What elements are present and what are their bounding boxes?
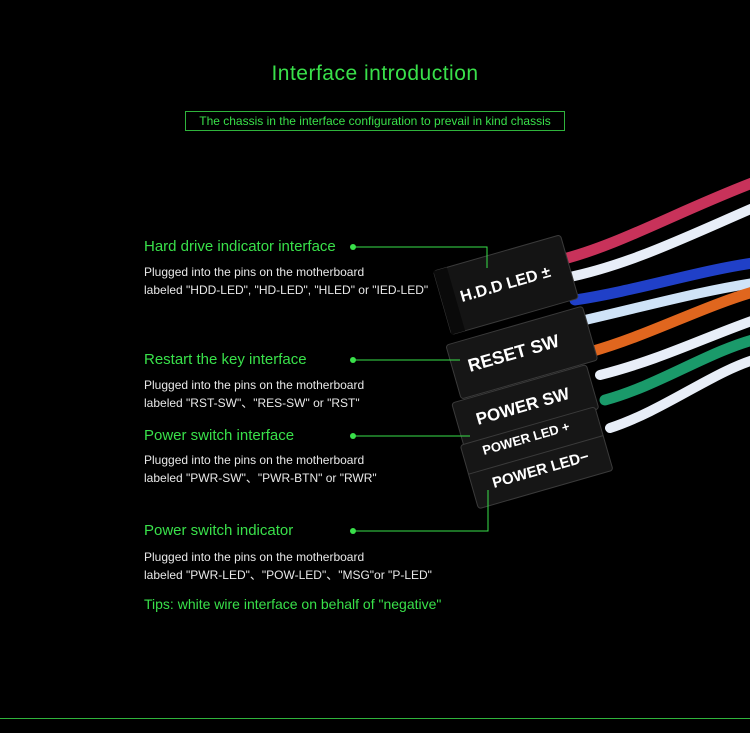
connector-reset-sw bbox=[446, 306, 598, 399]
wire-white-3 bbox=[595, 316, 750, 380]
interface-label-reset: Restart the key interface bbox=[144, 351, 307, 368]
interface-label-power-indicator: Power switch indicator bbox=[144, 522, 294, 539]
wires bbox=[554, 177, 750, 433]
wire-red bbox=[554, 177, 750, 266]
leader-dot bbox=[350, 528, 356, 534]
interface-label-power-switch: Power switch interface bbox=[144, 427, 295, 444]
interface-desc-reset-line1: Plugged into the pins on the motherboard bbox=[144, 378, 365, 392]
interface-desc-hdd-line2: labeled "HDD-LED", "HD-LED", "HLED" or "… bbox=[144, 283, 429, 297]
leader-power-led bbox=[353, 490, 489, 532]
leader-dot bbox=[350, 433, 356, 439]
wire-orange bbox=[584, 287, 750, 358]
interface-desc-reset-line2: labeled "RST-SW"、"RES-SW" or "RST" bbox=[144, 396, 360, 410]
interface-desc-hdd-line1: Plugged into the pins on the motherboard bbox=[144, 265, 365, 279]
interface-desc-power-indicator-line1: Plugged into the pins on the motherboard bbox=[144, 550, 365, 564]
wire-white-4 bbox=[605, 355, 750, 433]
interface-label-hdd: Hard drive indicator interface bbox=[144, 238, 336, 255]
leader-dot bbox=[350, 244, 356, 250]
interface-desc-power-switch-line1: Plugged into the pins on the motherboard bbox=[144, 453, 365, 467]
wire-teal bbox=[599, 335, 750, 406]
leader-lines bbox=[353, 246, 489, 532]
page-title: Interface introduction bbox=[271, 62, 479, 85]
wire-white-2 bbox=[580, 278, 750, 325]
leader-hdd bbox=[353, 246, 488, 268]
subtitle-box: The chassis in the interface configurati… bbox=[185, 111, 565, 131]
wire-blue bbox=[569, 257, 750, 306]
tips-text: Tips: white wire interface on behalf of … bbox=[144, 596, 442, 612]
wire-white-1 bbox=[560, 203, 750, 283]
interface-desc-power-indicator-line2: labeled "PWR-LED"、"POW-LED"、"MSG"or "P-L… bbox=[144, 568, 432, 582]
bottom-divider bbox=[0, 718, 750, 719]
leader-dot bbox=[350, 357, 356, 363]
interface-desc-power-switch-line2: labeled "PWR-SW"、"PWR-BTN" or "RWR" bbox=[144, 471, 377, 485]
connector-power-led bbox=[460, 406, 613, 509]
connector-hdd-led bbox=[433, 235, 579, 335]
leader-dots bbox=[350, 244, 356, 534]
